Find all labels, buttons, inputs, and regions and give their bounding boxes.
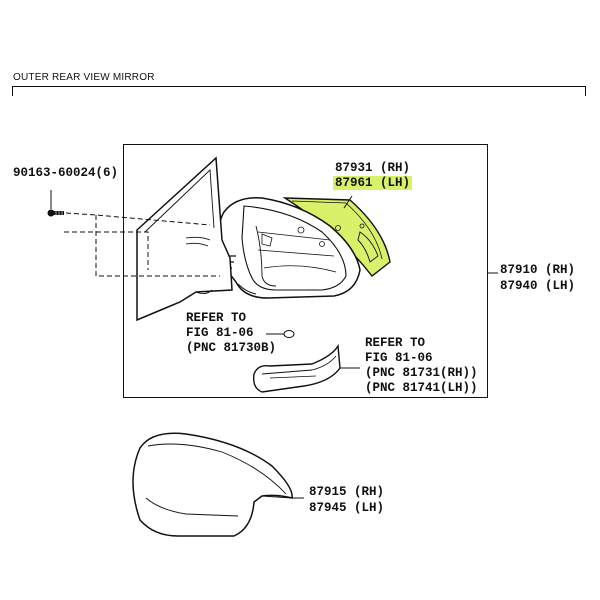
mirror-cover-part[interactable]	[132, 432, 304, 537]
turn-signal-ref-line3: (PNC 81731(RH))	[365, 366, 478, 380]
header-rule-right-tick	[585, 86, 586, 96]
turn-signal-ref-line1: REFER TO	[365, 336, 426, 350]
door-base-part[interactable]	[136, 156, 233, 322]
lamp-ref-line1: REFER TO	[186, 311, 247, 325]
dashed-leaders	[64, 212, 220, 277]
lamp-plug[interactable]	[266, 330, 295, 338]
mirror-assembly-rh-label: 87910 (RH)	[500, 263, 576, 277]
turn-signal-part[interactable]	[252, 343, 360, 393]
lamp-ref-line2: FIG 81-06	[186, 326, 254, 340]
mirror-glass-rh-label: 87931 (RH)	[335, 161, 411, 175]
header-rule	[12, 86, 586, 87]
glass-leader	[343, 195, 353, 209]
mirror-housing-part[interactable]	[212, 197, 361, 299]
mirror-glass-lh-highlight: 87961 (LH)	[333, 176, 413, 190]
mirror-glass-lh-label: 87961 (LH)	[333, 176, 413, 191]
bolt-label: 90163-60024(6)	[13, 166, 119, 180]
mirror-assembly-lh-label: 87940 (LH)	[500, 279, 576, 293]
bolt-part[interactable]	[47, 209, 65, 217]
turn-signal-ref-line4: (PNC 81741(LH))	[365, 381, 478, 395]
header-rule-left-tick	[12, 86, 13, 96]
lamp-ref-line3: (PNC 81730B)	[186, 341, 277, 355]
turn-signal-ref-line2: FIG 81-06	[365, 351, 433, 365]
mirror-cover-rh-label: 87915 (RH)	[309, 485, 385, 499]
mirror-cover-lh-label: 87945 (LH)	[309, 501, 385, 515]
page-title: OUTER REAR VIEW MIRROR	[13, 72, 155, 83]
assembly-frame	[123, 144, 488, 398]
